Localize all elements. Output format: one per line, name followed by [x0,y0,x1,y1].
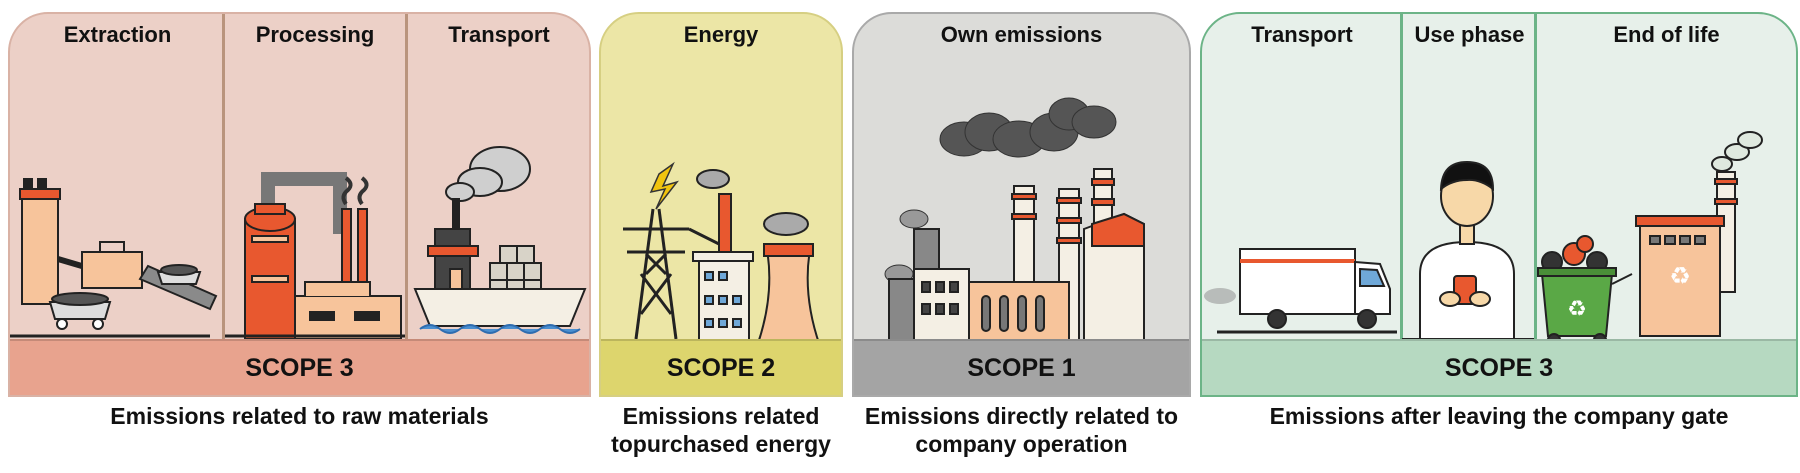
conveyor-icon [57,241,218,311]
refinery-icon [244,172,402,340]
caption-raw-materials-text: Emissions related to raw materials [110,403,489,429]
recycling-plant-icon: ♻ [1635,131,1763,337]
person-with-phone-icon [1419,160,1515,340]
downstream-panel: Transport Use phase End of life ♻ [1200,12,1798,397]
power-pylon-icon [623,208,730,340]
own-emissions-illustration [869,97,1174,345]
downstream-illustration: ♻ ♻ [1204,131,1792,345]
factory-complex-icon [888,168,1145,345]
stage-divider [1400,14,1403,341]
svg-text:♻: ♻ [1567,297,1587,322]
cargo-ship-icon [413,146,587,334]
stage-label-use-phase: Use phase [1414,22,1525,47]
own-emissions-panel: Own emissions SCOPE 1 [852,12,1191,397]
scope-3-downstream-band: SCOPE 3 [1202,339,1796,395]
mine-cart-icon [48,264,202,330]
caption-downstream-text: Emissions after leaving the company gate [1269,403,1729,429]
caption-energy: Emissions related topurchased energy [599,402,843,458]
lightning-bolt-icon [649,161,680,210]
stage-label-transport: Transport [448,22,550,47]
caption-own-emissions-line-2: company operation [915,431,1128,457]
scope-2-band: SCOPE 2 [601,339,841,395]
scope-3-upstream-band: SCOPE 3 [10,339,589,395]
caption-energy-line-1: Emissions related [622,403,820,429]
caption-own-emissions: Emissions directly related to company op… [852,402,1191,458]
scope-1-band: SCOPE 1 [854,339,1189,395]
stage-divider [405,14,408,341]
raw-materials-panel: Extraction Processing Transport [8,12,591,397]
raw-materials-illustration [10,146,587,340]
stage-label-energy: Energy [683,22,759,47]
silo-icon [19,178,61,305]
caption-energy-line-2: topurchased energy [611,431,831,457]
caption-own-emissions-line-1: Emissions directly related to [864,403,1179,429]
recycling-bin-icon: ♻ [1537,235,1633,345]
caption-downstream: Emissions after leaving the company gate [1200,402,1798,430]
smoke-clouds-icon [884,97,1117,284]
stage-label-processing: Processing [255,22,375,47]
svg-text:♻: ♻ [1669,262,1691,290]
stage-label-extraction: Extraction [63,22,172,47]
energy-panel: Energy SCOPE 2 [599,12,843,397]
stage-divider [222,14,225,341]
caption-raw-materials: Emissions related to raw materials [8,402,591,430]
stage-divider [1534,14,1537,341]
stage-label-end-of-life: End of life [1613,22,1720,47]
power-plant-icon [692,169,821,345]
energy-illustration [623,161,821,345]
stage-label-transport-downstream: Transport [1251,22,1353,47]
stage-label-own-emissions: Own emissions [940,22,1103,47]
delivery-truck-icon [1204,248,1391,329]
